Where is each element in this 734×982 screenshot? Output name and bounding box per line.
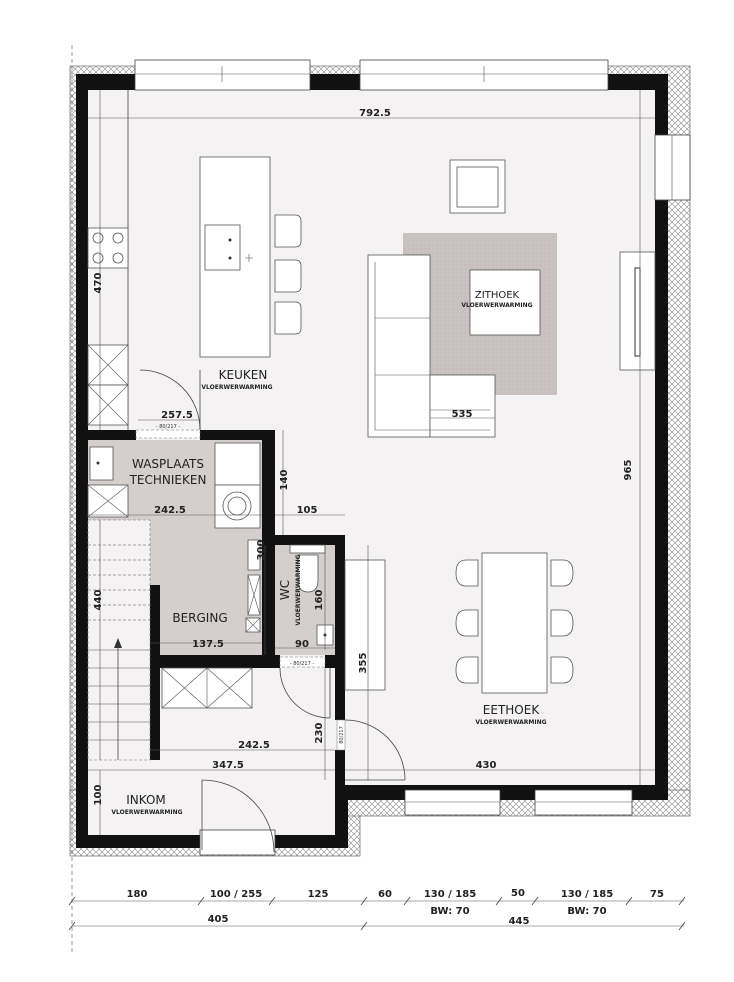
windows (134, 59, 691, 856)
room-zithoek: ZITHOEK (475, 290, 520, 301)
dim-105: 105 (297, 505, 318, 516)
room-inkom-sub: VLOERWERWARMING (111, 809, 182, 816)
bottom-dim-1: 180 (127, 889, 148, 900)
entrance-door-frame (199, 829, 276, 856)
dining-table (455, 552, 574, 694)
dim-792-5: 792.5 (359, 108, 391, 119)
dim-90: 90 (295, 639, 309, 650)
window-bottom-1 (404, 789, 501, 816)
door-label-living: 80/217 (339, 726, 345, 744)
dim-140: 140 (279, 470, 290, 491)
door-label-kitchen: - 80/217 - (156, 424, 181, 430)
bottom-dim-8: 75 (650, 889, 664, 900)
dim-300: 300 (256, 540, 267, 561)
dim-430: 430 (476, 760, 497, 771)
dim-440: 440 (93, 590, 104, 611)
bottom-dim-2: 100 / 255 (210, 889, 262, 900)
living-furniture (367, 159, 656, 438)
bottom-bw-1: BW: 70 (430, 906, 469, 917)
stair-arrow-icon (114, 638, 122, 648)
room-labels: KEUKEN VLOERWERWARMING ZITHOEK VLOERWERW… (111, 290, 546, 816)
room-wc: WC (278, 580, 292, 600)
window-right (654, 134, 691, 201)
dim-242-5-inkom: 242.5 (238, 740, 270, 751)
laundry-appliances (87, 442, 261, 633)
bottom-bw-2: BW: 70 (567, 906, 606, 917)
sink-icon (204, 224, 241, 271)
dim-257-5: 257.5 (161, 410, 193, 421)
room-keuken: KEUKEN (219, 368, 268, 382)
dim-965: 965 (623, 460, 634, 481)
bottom-dimensions: 180 100 / 255 125 60 130 / 185 50 130 / … (68, 45, 686, 955)
room-inkom: INKOM (126, 793, 166, 807)
door-label-wc: - 80/217 - (290, 661, 315, 667)
dimension-lines (88, 90, 655, 835)
staircase (87, 519, 151, 761)
hall-cabinet (344, 559, 386, 691)
dim-535: 535 (452, 409, 473, 420)
bottom-total-1: 405 (208, 914, 229, 925)
kitchen-counter (87, 90, 129, 430)
dim-230: 230 (314, 723, 325, 744)
dimension-labels: 792.5 470 257.5 242.5 300 140 105 440 16… (93, 108, 634, 805)
bottom-total-2: 445 (509, 916, 530, 927)
room-eethoek: EETHOEK (483, 703, 541, 717)
kitchen-island (199, 156, 302, 358)
window-top-left (134, 59, 311, 91)
coffee-table (469, 269, 541, 336)
bottom-dim-3: 125 (308, 889, 329, 900)
bottom-dim-4: 60 (378, 889, 392, 900)
dim-100: 100 (93, 785, 104, 806)
dim-137-5: 137.5 (192, 639, 224, 650)
dim-347-5: 347.5 (212, 760, 244, 771)
window-bottom-2 (534, 789, 633, 816)
inkom-cabinet (161, 667, 253, 709)
room-berging: BERGING (172, 611, 227, 625)
bottom-dim-6: 50 (511, 888, 525, 899)
dim-355: 355 (358, 653, 369, 674)
doors: - 80/217 - - 80/217 - 80/217 (135, 369, 406, 853)
sofa (367, 254, 496, 438)
bar-stools (274, 214, 302, 335)
interior-walls (76, 430, 345, 790)
room-eethoek-sub: VLOERWERWARMING (475, 719, 546, 726)
room-wasplaats: WASPLAATS (132, 457, 204, 471)
room-wc-sub: VLOERWERWARMING (295, 554, 302, 625)
room-zithoek-sub: VLOERWERWARMING (461, 302, 532, 309)
cooktop-icon (92, 232, 124, 264)
dim-242-5-wasplaats: 242.5 (154, 505, 186, 516)
room-keuken-sub: VLOERWERWARMING (201, 384, 272, 391)
room-technieken: TECHNIEKEN (129, 473, 207, 487)
bottom-dim-5: 130 / 185 (424, 889, 476, 900)
dim-160: 160 (314, 590, 325, 611)
dim-470: 470 (93, 273, 104, 294)
bottom-dim-7: 130 / 185 (561, 889, 613, 900)
